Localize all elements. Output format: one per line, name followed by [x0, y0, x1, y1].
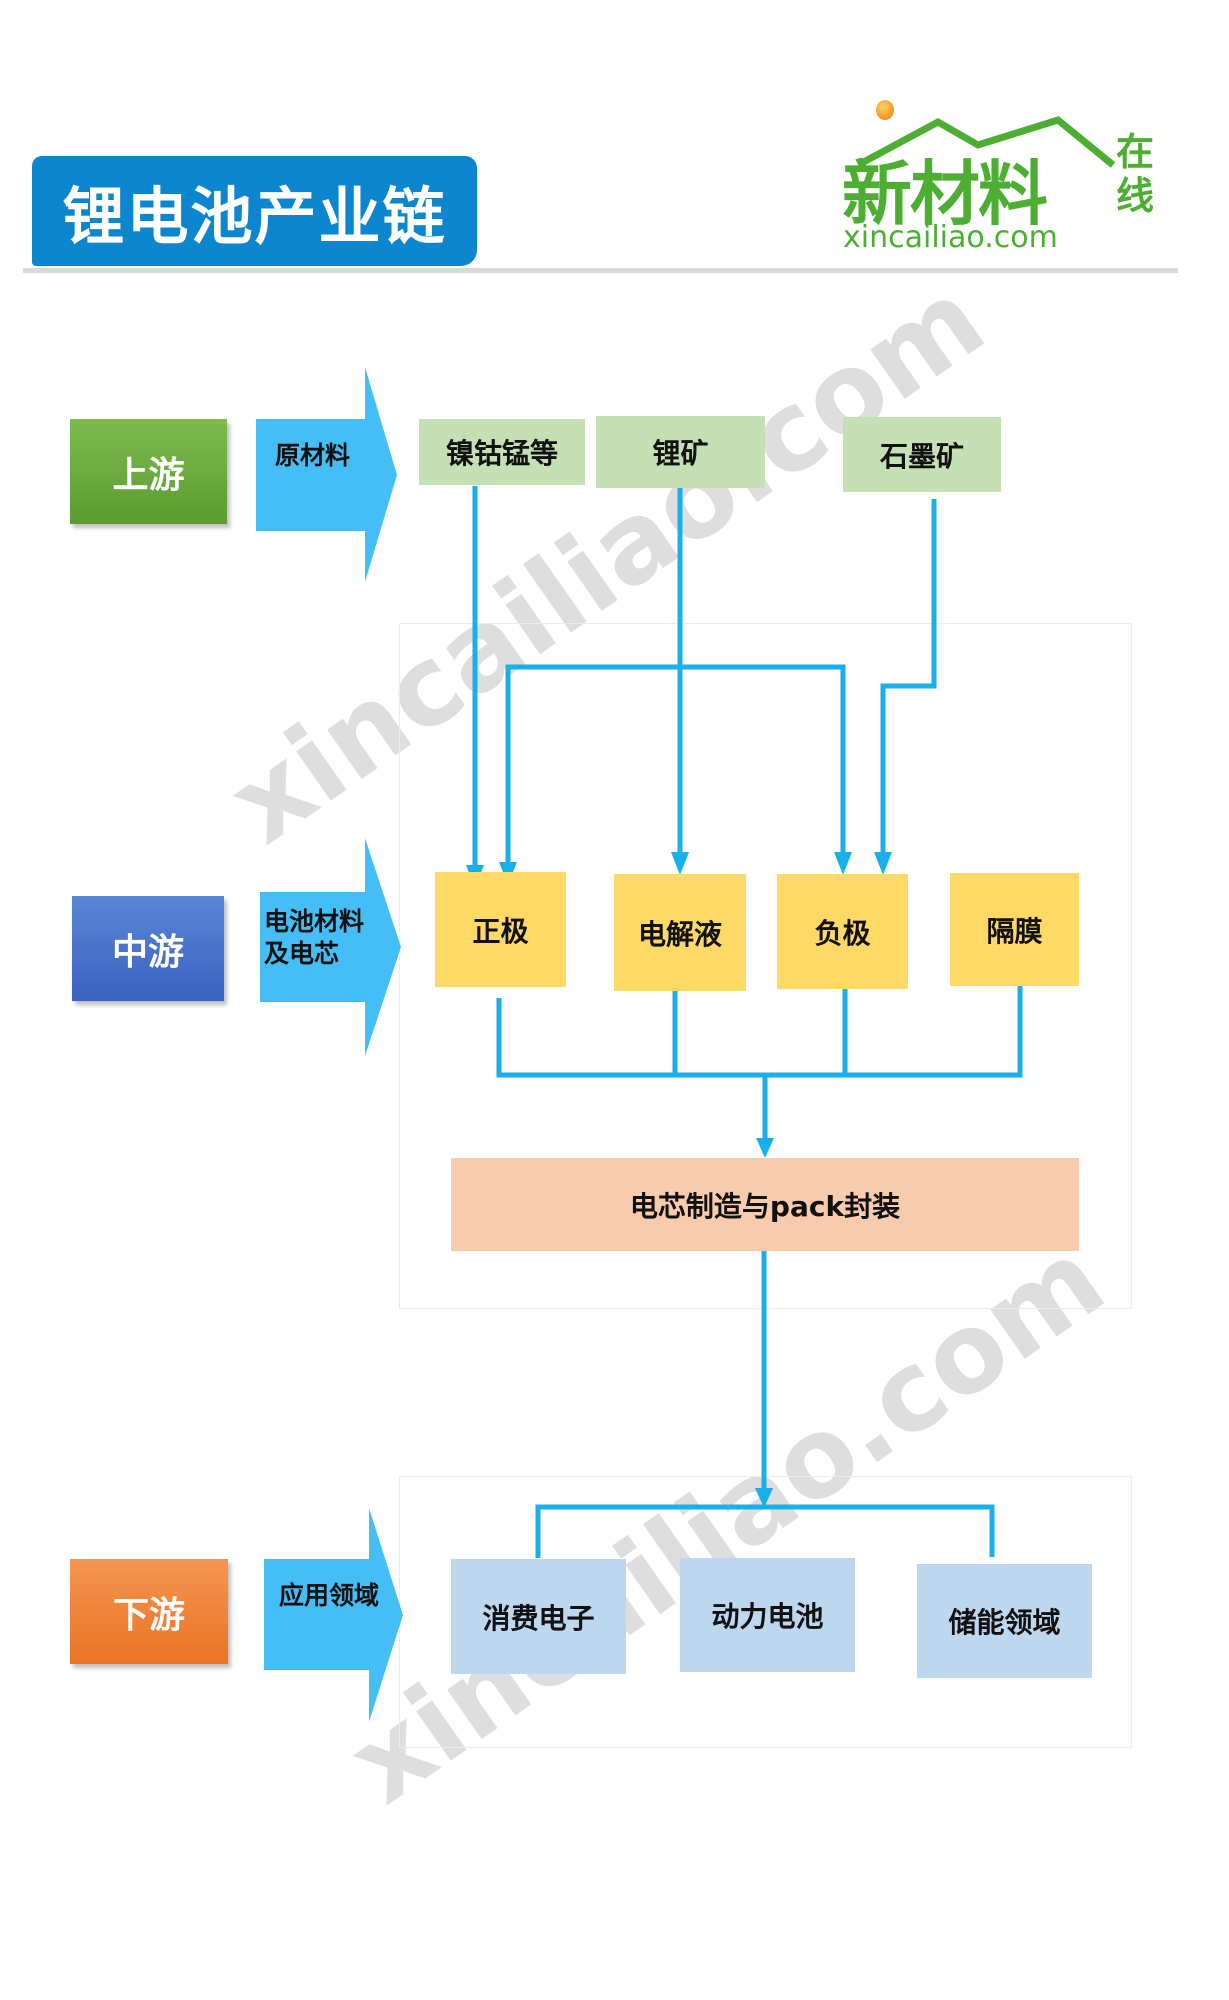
material-anode: 负极 [777, 874, 908, 989]
arrowhead [755, 1488, 773, 1508]
raw-material-nickel-cobalt-manganese: 镍钴锰等 [419, 419, 585, 485]
midstream-arrow [260, 838, 401, 1056]
upstream-arrow [256, 367, 397, 582]
logo: 新材料 在线 xincailiao.com [838, 100, 1168, 255]
application-power-battery: 动力电池 [680, 1558, 855, 1672]
logo-side-text: 在线 [1116, 130, 1155, 218]
cell-manufacturing-pack: 电芯制造与pack封装 [451, 1158, 1079, 1251]
page-title: 锂电池产业链 [32, 156, 477, 266]
header-divider [23, 268, 1178, 273]
application-energy-storage: 储能领域 [917, 1564, 1092, 1678]
flow-line [672, 989, 848, 1075]
arrowhead [874, 852, 892, 875]
arrowhead [756, 1138, 774, 1158]
downstream-arrow-label: 应用领域 [279, 1581, 380, 1610]
logo-sun-icon [876, 100, 894, 120]
flow-line [535, 1504, 995, 1558]
logo-main-text: 新材料 [842, 153, 1048, 235]
material-electrolyte: 电解液 [614, 874, 746, 991]
midstream-arrow-label: 电池材料及电芯 [264, 907, 365, 968]
flow-line [496, 986, 1023, 1078]
stage-upstream: 上游 [70, 419, 227, 524]
flow-line [505, 664, 846, 862]
upstream-arrow-label: 原材料 [275, 441, 351, 470]
stage-downstream: 下游 [70, 1559, 228, 1664]
stage-midstream: 中游 [72, 896, 224, 1001]
downstream-arrow [264, 1508, 403, 1722]
application-consumer-electronics: 消费电子 [451, 1559, 626, 1674]
flow-line [880, 499, 937, 852]
raw-material-lithium-ore: 锂矿 [596, 416, 765, 488]
material-cathode: 正极 [435, 872, 566, 987]
logo-roof-icon [858, 116, 1116, 169]
logo-url: xincailiao.com [843, 220, 1058, 255]
arrowhead [834, 852, 852, 875]
raw-material-graphite-ore: 石墨矿 [843, 417, 1001, 492]
material-separator: 隔膜 [950, 873, 1079, 986]
arrowhead [671, 852, 689, 875]
